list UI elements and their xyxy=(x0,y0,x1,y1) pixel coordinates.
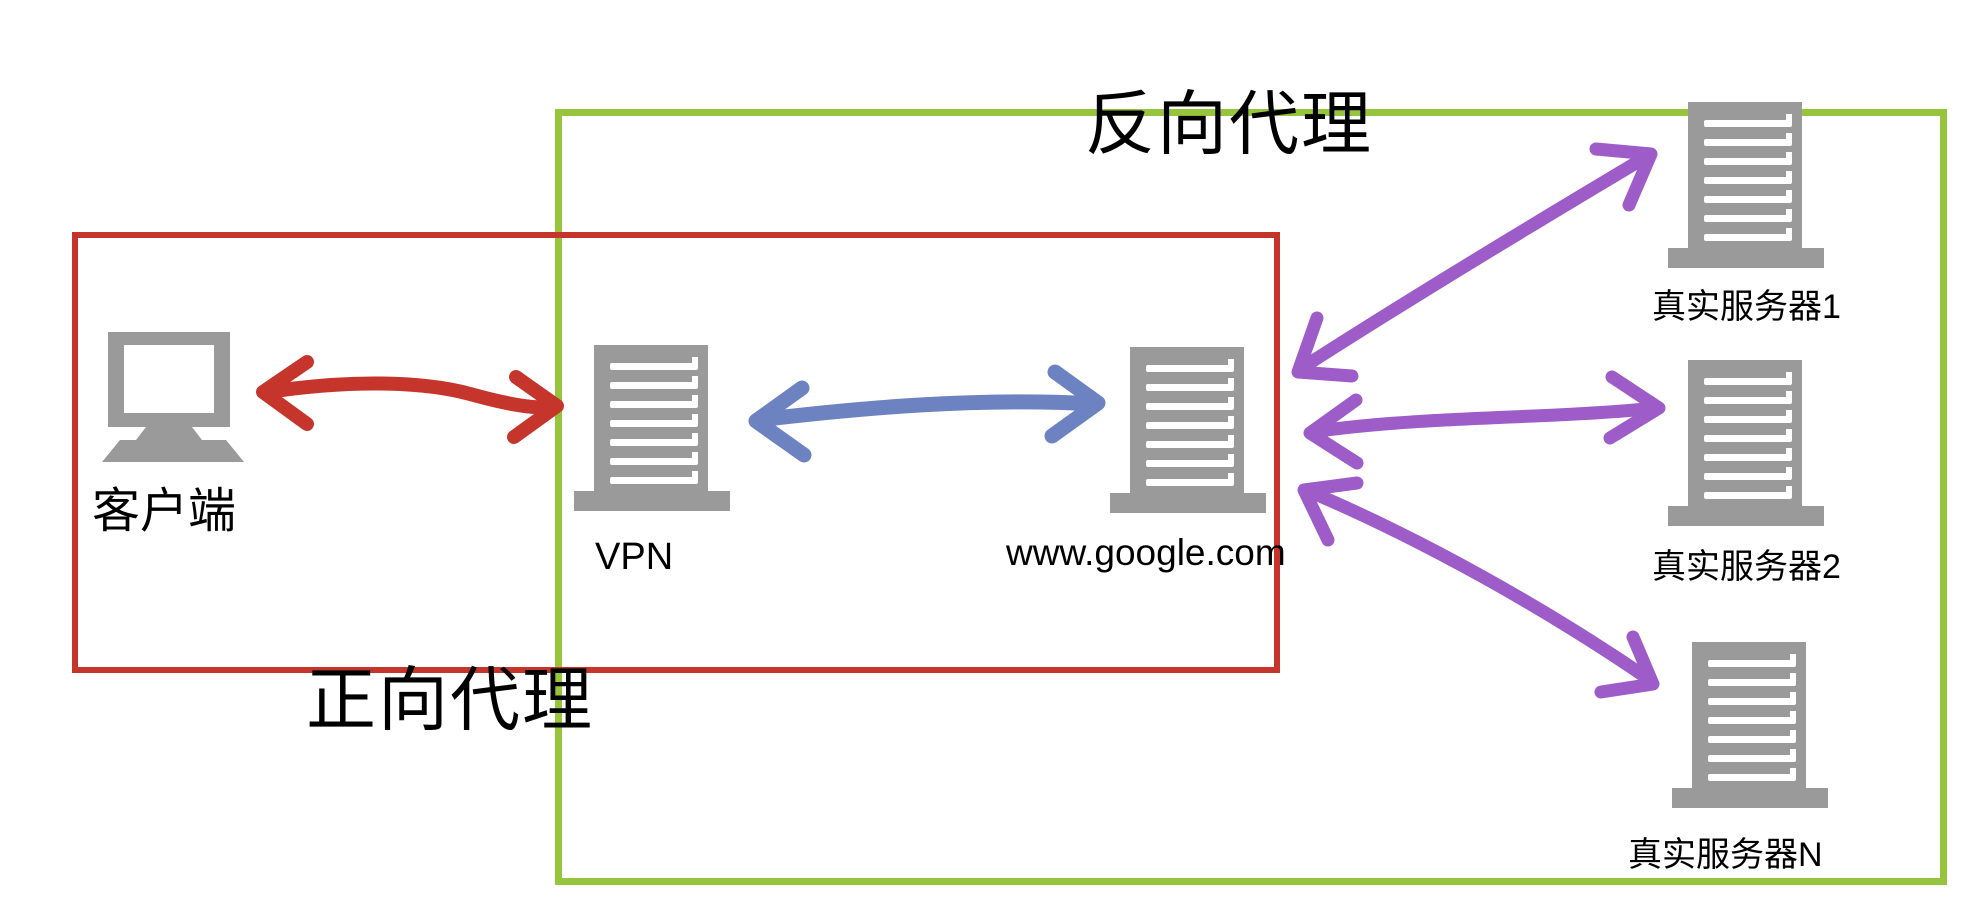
google-label: www.google.com xyxy=(1006,532,1286,573)
vpn-server-icon xyxy=(574,345,730,513)
forward-proxy-title: 正向代理 xyxy=(306,661,594,739)
client-label: 客户端 xyxy=(92,485,237,538)
vpn-google-arrow xyxy=(748,364,1106,463)
google-server2-arrow xyxy=(1303,370,1666,470)
reverse-proxy-box xyxy=(555,109,1947,885)
real-server2-label: 真实服务器2 xyxy=(1652,548,1841,586)
real-server1-label: 真实服务器1 xyxy=(1652,288,1841,326)
real-server1-icon xyxy=(1668,102,1824,270)
real-serverN-label: 真实服务器N xyxy=(1628,836,1823,874)
reverse-proxy-title: 反向代理 xyxy=(1085,85,1373,163)
google-serverN-arrow xyxy=(1297,476,1660,699)
vpn-label: VPN xyxy=(595,536,674,578)
google-server1-arrow xyxy=(1291,142,1658,383)
desktop-computer-icon xyxy=(88,332,258,467)
real-serverN-icon xyxy=(1672,642,1828,810)
google-server-icon xyxy=(1110,347,1266,515)
client-vpn-arrow xyxy=(256,355,564,444)
forward-proxy-box xyxy=(72,232,1280,673)
real-server2-icon xyxy=(1668,360,1824,528)
